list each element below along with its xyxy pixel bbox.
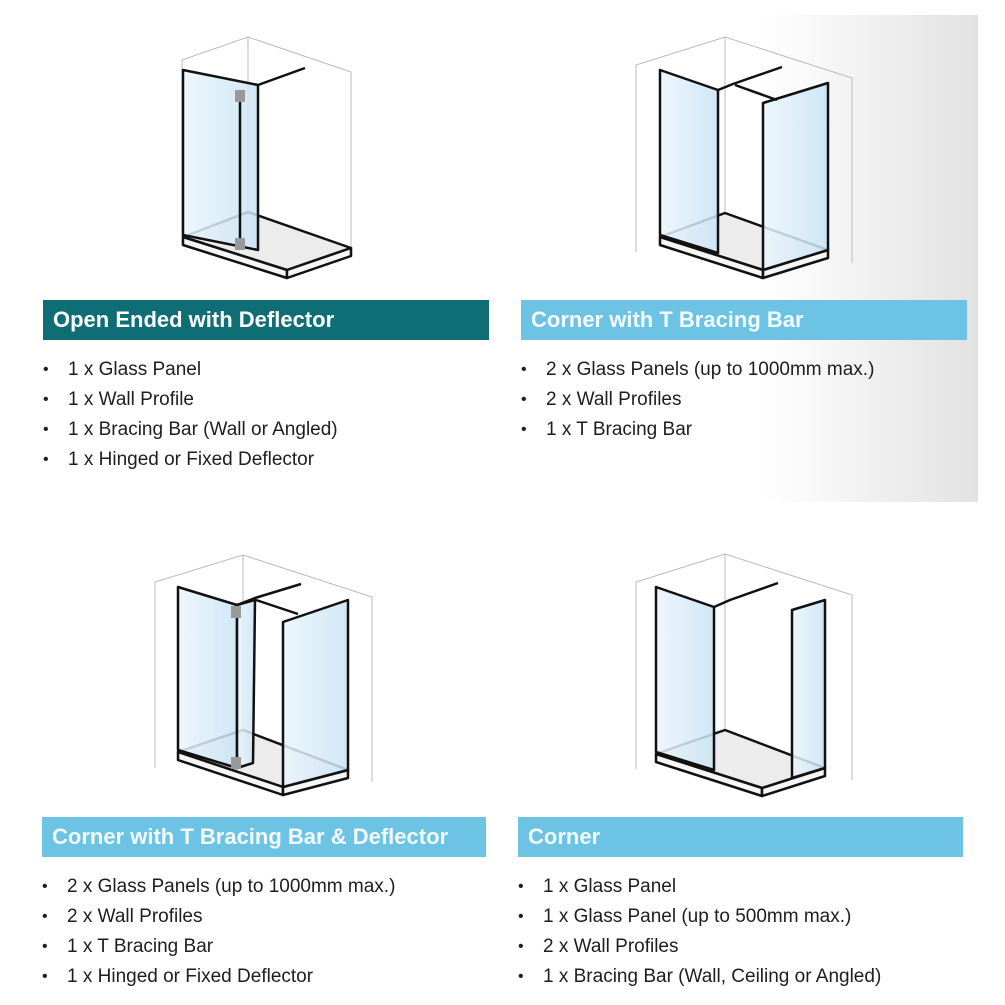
option-title-open-ended: Open Ended with Deflector — [43, 300, 489, 340]
list-item: 2 x Wall Profiles — [518, 932, 881, 962]
option-list-corner-t-bar: 2 x Glass Panels (up to 1000mm max.) 2 x… — [521, 355, 874, 445]
list-item: 2 x Wall Profiles — [42, 902, 395, 932]
shower-open-ended-deflector-illustration — [181, 66, 353, 280]
option-title-corner-t-bar-deflector: Corner with T Bracing Bar & Deflector — [42, 817, 486, 857]
list-item: 1 x Hinged or Fixed Deflector — [43, 445, 338, 475]
list-item: 1 x Glass Panel (up to 500mm max.) — [518, 902, 881, 932]
list-item: 2 x Wall Profiles — [521, 385, 874, 415]
list-item: 1 x Wall Profile — [43, 385, 338, 415]
option-list-corner: 1 x Glass Panel 1 x Glass Panel (up to 5… — [518, 872, 881, 992]
list-item: 2 x Glass Panels (up to 1000mm max.) — [42, 872, 395, 902]
list-item: 1 x T Bracing Bar — [42, 932, 395, 962]
list-item: 1 x Hinged or Fixed Deflector — [42, 962, 395, 992]
option-title-corner-t-bar: Corner with T Bracing Bar — [521, 300, 967, 340]
shower-corner-t-bar-deflector-illustration — [176, 582, 350, 797]
list-item: 2 x Glass Panels (up to 1000mm max.) — [521, 355, 874, 385]
option-list-corner-t-bar-deflector: 2 x Glass Panels (up to 1000mm max.) 2 x… — [42, 872, 395, 992]
option-title-corner: Corner — [518, 817, 963, 857]
list-item: 1 x Bracing Bar (Wall, Ceiling or Angled… — [518, 962, 881, 992]
list-item: 1 x Glass Panel — [518, 872, 881, 902]
list-item: 1 x Bracing Bar (Wall or Angled) — [43, 415, 338, 445]
shower-corner-illustration — [654, 581, 827, 798]
list-item: 1 x Glass Panel — [43, 355, 338, 385]
option-list-open-ended: 1 x Glass Panel 1 x Wall Profile 1 x Bra… — [43, 355, 338, 475]
shower-corner-t-bar-illustration — [658, 65, 830, 280]
list-item: 1 x T Bracing Bar — [521, 415, 874, 445]
